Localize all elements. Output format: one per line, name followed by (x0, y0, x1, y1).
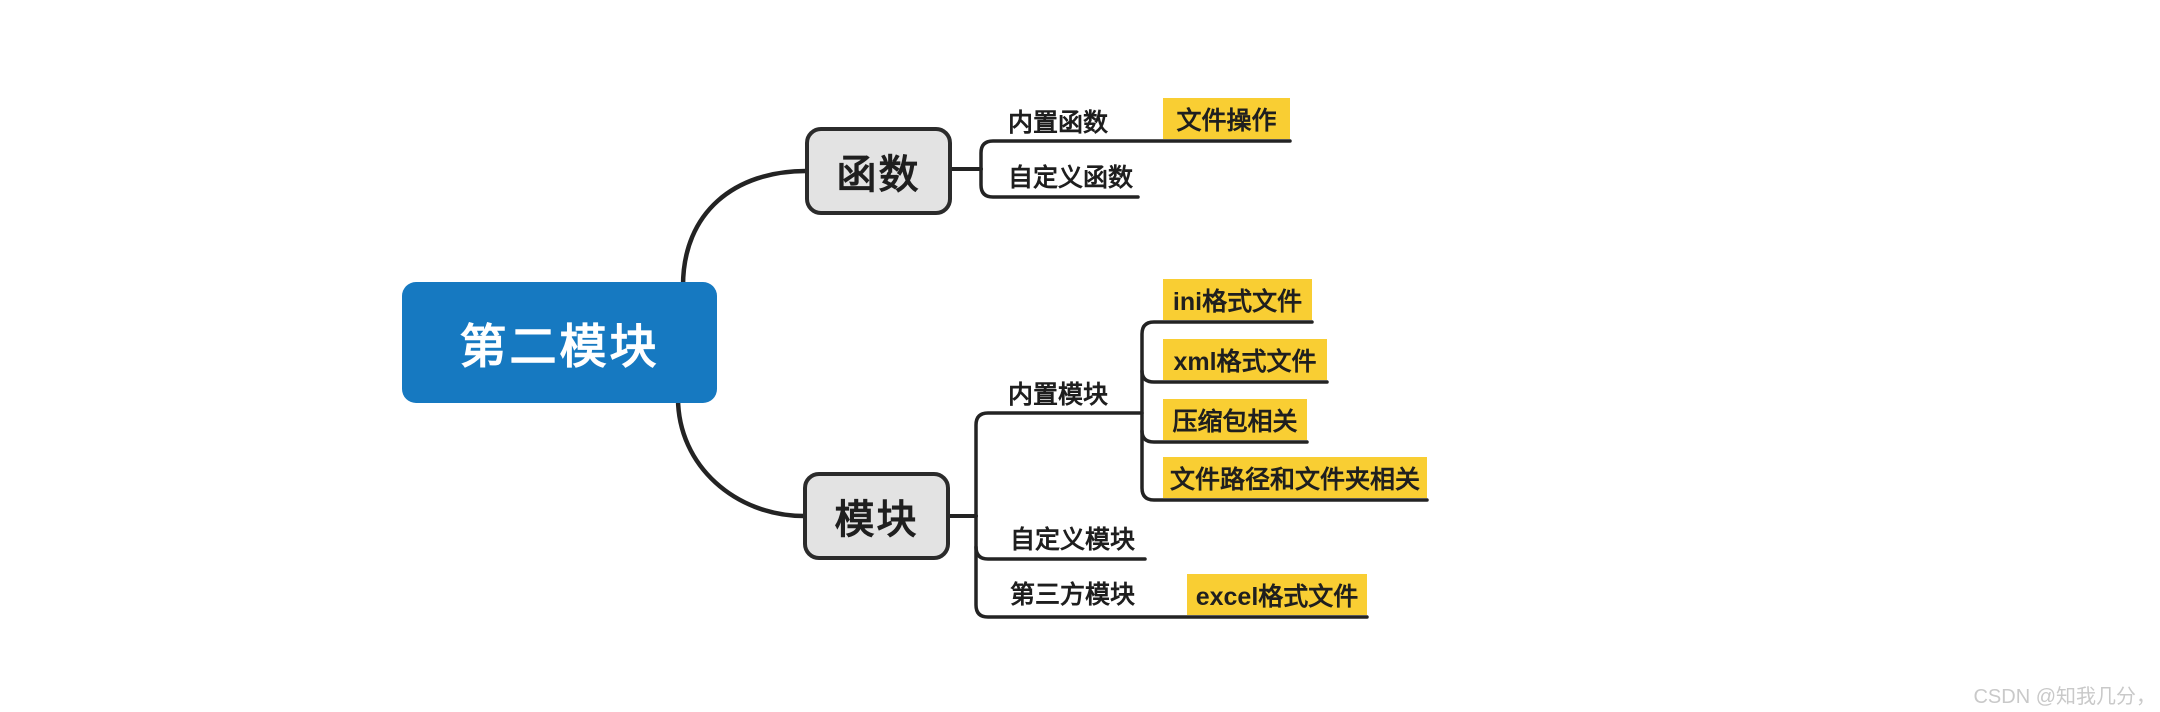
root-node[interactable]: 第二模块 (402, 282, 717, 403)
edge-builtin-modules-bracket (1140, 320, 1429, 502)
edge-custom-modules-underline (974, 545, 1147, 561)
edge-archive-underline (1140, 429, 1309, 444)
edge-root-to-functions (680, 168, 809, 289)
topic-xml-file[interactable]: xml格式文件 (1163, 339, 1327, 380)
edge-xml-underline (1140, 369, 1329, 384)
label-thirdparty-modules[interactable]: 第三方模块 (1010, 581, 1136, 609)
watermark: CSDN @知我几分， (1973, 686, 2156, 708)
label-custom-functions[interactable]: 自定义函数 (1008, 164, 1134, 192)
edge-root-to-modules (675, 395, 807, 519)
edge-functions-bracket (979, 139, 1292, 199)
topic-archive[interactable]: 压缩包相关 (1163, 399, 1307, 440)
topic-excel-file[interactable]: excel格式文件 (1187, 574, 1367, 615)
topic-file-operations[interactable]: 文件操作 (1163, 98, 1290, 139)
topic-filepath-folder[interactable]: 文件路径和文件夹相关 (1163, 457, 1427, 498)
node-functions[interactable]: 函数 (805, 127, 952, 215)
topic-ini-file[interactable]: ini格式文件 (1163, 279, 1312, 320)
label-builtin-functions[interactable]: 内置函数 (1008, 109, 1109, 137)
label-custom-modules[interactable]: 自定义模块 (1010, 526, 1136, 554)
label-builtin-modules[interactable]: 内置模块 (1008, 381, 1109, 409)
edge-modules-bracket (974, 411, 1369, 619)
node-modules[interactable]: 模块 (803, 472, 950, 560)
